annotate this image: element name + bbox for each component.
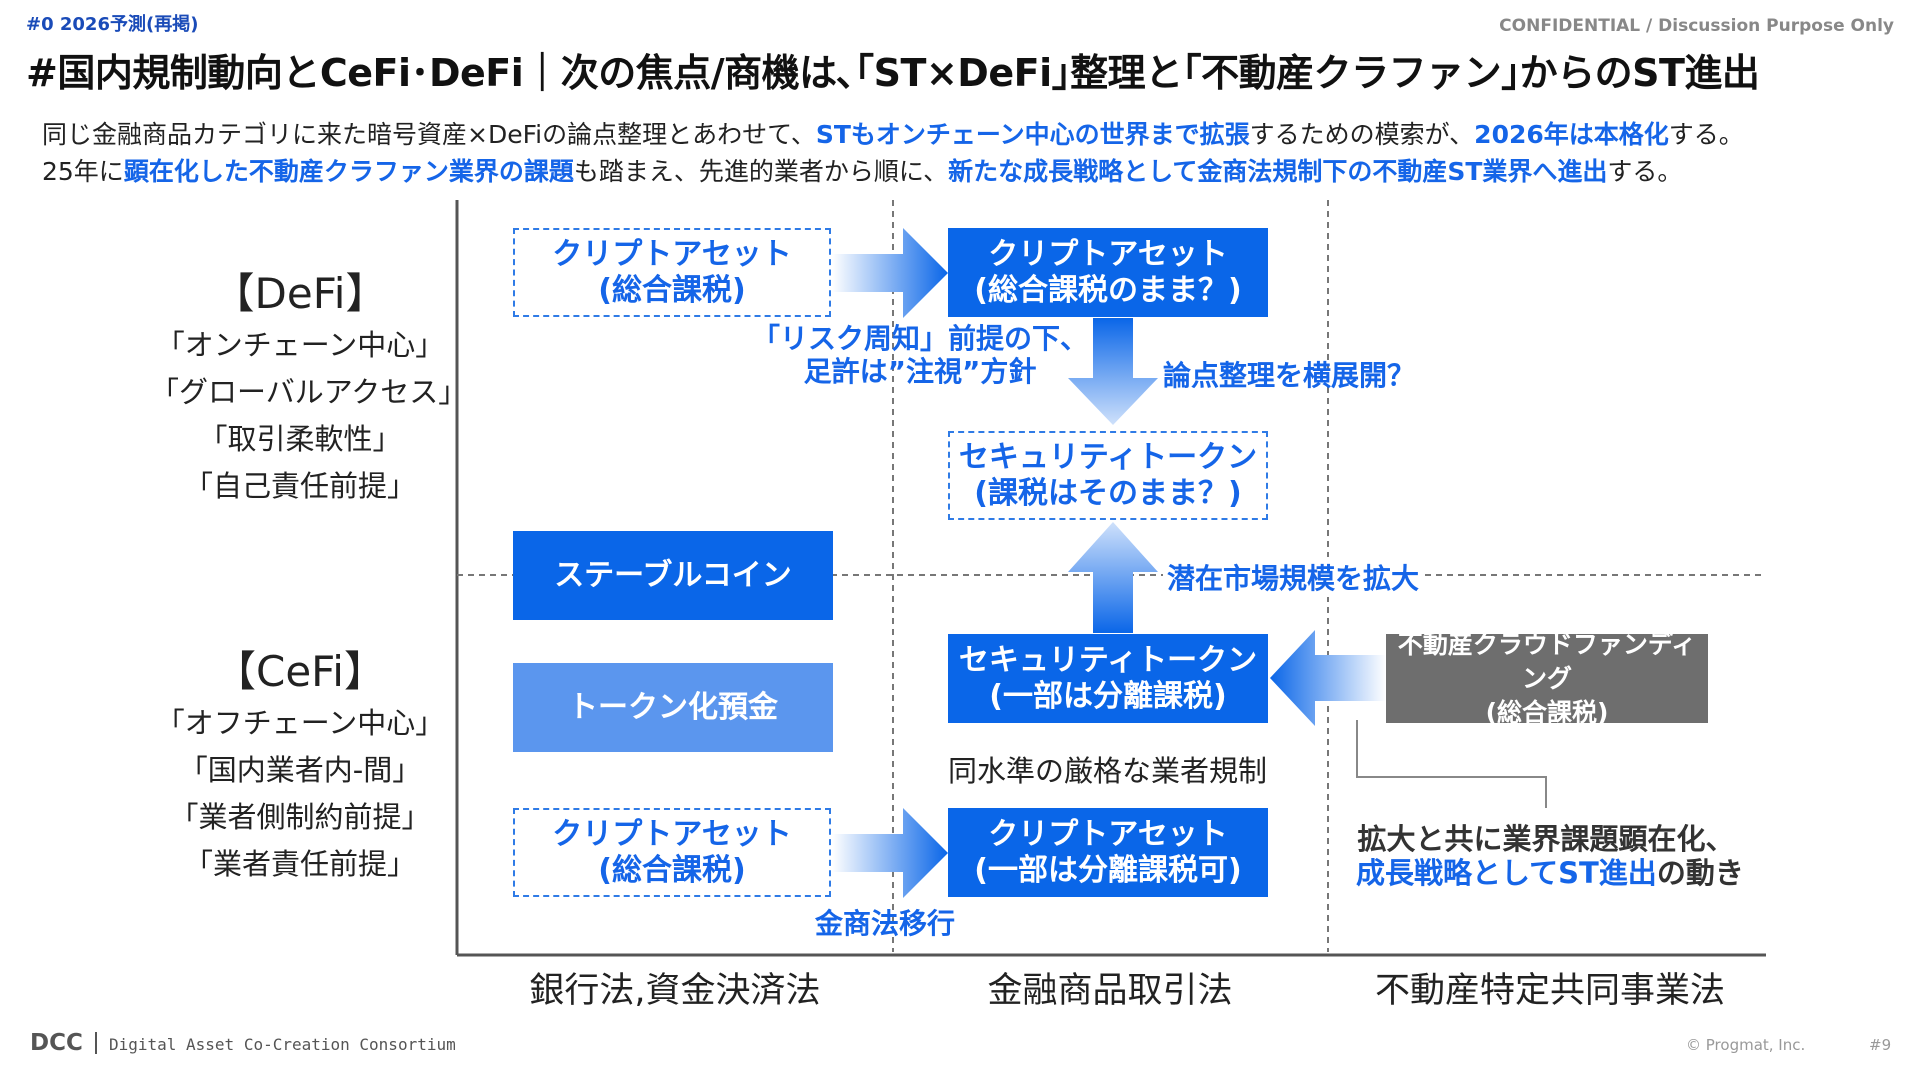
cefi-item: 「業者側制約前提」 [169, 800, 431, 834]
box-line: トークン化預金 [568, 689, 778, 725]
security-token-defi-box: セキュリティトークン (課税はそのまま？) [948, 431, 1268, 520]
risk-policy-note: 「リスク周知」前提の下、 足許は”注視”方針 [700, 322, 1140, 388]
box-line: (総合課税) [598, 852, 746, 888]
axis-label-fiea: 金融商品取引法 [987, 971, 1233, 1011]
fiea-transition-note: 金商法移行 [815, 907, 956, 940]
cefi-item: 「国内業者内-間」 [178, 753, 422, 787]
crypto-asset-defi-future-box: クリプトアセット (総合課税のまま？) [948, 228, 1268, 317]
arrow-up [1068, 522, 1158, 633]
lead-line-2: 25年に顕在化した不動産クラファン業界の課題も踏まえ、先進的業者から順に、新たな… [42, 153, 1744, 190]
lead-line-1: 同じ金融商品カテゴリに来た暗号資産×DeFiの論点整理とあわせて、STもオンチェ… [42, 116, 1744, 153]
box-line: (課税はそのまま？) [974, 475, 1242, 511]
defi-row-label: 【DeFi】 「オンチェーン中心」 「グローバルアクセス」 「取引柔軟性」 「自… [150, 266, 468, 510]
footer-logo: DCC Digital Asset Co-Creation Consortium [30, 1030, 456, 1056]
lead-text-part: する。 [1668, 120, 1744, 149]
box-line: (総合課税) [1485, 697, 1609, 727]
lead-highlight: 新たな成長戦略として金商法規制下の不動産ST業界へ進出 [948, 157, 1608, 186]
callout-line: 拡大と共に業界課題顕在化、 [1357, 822, 1735, 856]
cefi-row-label: 【CeFi】 「オフチェーン中心」 「国内業者内-間」 「業者側制約前提」 「業… [150, 644, 450, 888]
note-line: 「リスク周知」前提の下、 [751, 322, 1088, 355]
page-number: #9 [1869, 1036, 1892, 1054]
dcc-logo: DCC [30, 1030, 83, 1056]
lead-text-part: するための模索が、 [1249, 120, 1475, 149]
axis-label-banking-act: 銀行法,資金決済法 [529, 971, 821, 1011]
realestate-crowdfunding-box: 不動産クラウドファンディング (総合課税) [1386, 630, 1708, 727]
tokenized-deposit-box: トークン化預金 [513, 663, 833, 752]
logo-divider [94, 1032, 97, 1054]
crypto-asset-cefi-current-box: クリプトアセット (総合課税) [513, 808, 831, 897]
box-line: クリプトアセット [988, 236, 1228, 272]
box-line: (一部は分離課税) [989, 678, 1227, 714]
crypto-asset-cefi-future-box: クリプトアセット (一部は分離課税可) [948, 808, 1268, 897]
consortium-name: Digital Asset Co-Creation Consortium [108, 1035, 456, 1054]
callout-highlight: 成長戦略としてST進出 [1356, 856, 1657, 890]
box-line: ステーブルコイン [554, 557, 792, 593]
cefi-item: 「業者責任前提」 [183, 847, 416, 881]
lead-text-part: も踏まえ、先進的業者から順に、 [573, 157, 949, 186]
defi-item: 「取引柔軟性」 [198, 422, 402, 456]
cefi-item: 「オフチェーン中心」 [155, 706, 445, 740]
lead-highlight: STもオンチェーン中心の世界まで拡張 [815, 120, 1250, 149]
stablecoin-box: ステーブルコイン [513, 531, 833, 620]
defi-item: 「グローバルアクセス」 [150, 375, 468, 409]
lead-text-part: 25年に [42, 157, 124, 186]
arrow-left [1270, 630, 1386, 726]
security-token-cefi-box: セキュリティトークン (一部は分離課税) [948, 634, 1268, 723]
box-line: (総合課税のまま？) [974, 272, 1242, 308]
same-regulation-note: 同水準の厳格な業者規制 [948, 754, 1268, 788]
market-expansion-note: 潜在市場規模を拡大 [1163, 557, 1424, 597]
lead-highlight: 2026年は本格化 [1474, 120, 1669, 149]
box-line: クリプトアセット [552, 816, 792, 852]
box-line: クリプトアセット [552, 236, 792, 272]
defi-item: 「自己責任前提」 [183, 469, 416, 503]
cefi-title: 【CeFi】 [214, 647, 386, 696]
defi-title: 【DeFi】 [212, 269, 388, 318]
note-line: 足許は”注視”方針 [803, 355, 1037, 388]
arrow-right-top [832, 228, 948, 318]
axis-label-realestate-act: 不動産特定共同事業法 [1374, 971, 1725, 1011]
lead-text-part: 同じ金融商品カテゴリに来た暗号資産×DeFiの論点整理とあわせて、 [42, 120, 816, 149]
industry-callout: 拡大と共に業界課題顕在化、 成長戦略としてST進出の動き [1356, 822, 1744, 890]
copyright: © Progmat, Inc. [1686, 1036, 1806, 1054]
arrow-down [1068, 318, 1158, 425]
defi-item: 「オンチェーン中心」 [155, 328, 445, 362]
box-line: クリプトアセット [988, 816, 1228, 852]
box-line: (一部は分離課税可) [974, 852, 1242, 888]
box-line: 不動産クラウドファンディング [1397, 629, 1697, 693]
callout-text: の動き [1656, 856, 1744, 890]
page-title: #国内規制動向とCeFi･DeFi｜次の焦点/商機は､｢ST×DeFi｣整理と｢… [26, 51, 1760, 95]
lead-highlight: 顕在化した不動産クラファン業界の課題 [123, 157, 574, 186]
box-line: セキュリティトークン [958, 642, 1258, 678]
callout-connector [1356, 720, 1547, 808]
section-tag: #0 2026予測(再掲) [26, 14, 199, 35]
confidential-label: CONFIDENTIAL / Discussion Purpose Only [1499, 16, 1894, 36]
box-line: (総合課税) [598, 272, 746, 308]
crypto-asset-defi-current-box: クリプトアセット (総合課税) [513, 228, 831, 317]
lead-text: 同じ金融商品カテゴリに来た暗号資産×DeFiの論点整理とあわせて、STもオンチェ… [42, 116, 1744, 190]
arrow-right-bottom [832, 808, 948, 898]
horizontal-expansion-note: 論点整理を横展開？ [1163, 359, 1416, 392]
box-line: セキュリティトークン [958, 439, 1258, 475]
lead-text-part: する。 [1607, 157, 1683, 186]
